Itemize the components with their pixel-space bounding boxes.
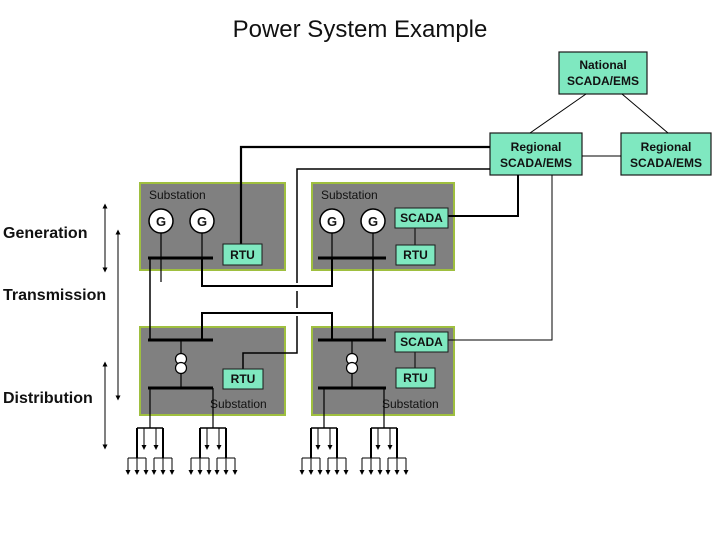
regional-right-label-2: SCADA/EMS [630,156,702,170]
rtu-label: RTU [231,372,256,386]
load-arrow-icon [325,470,331,475]
transmission-line [201,312,333,340]
regional-scada-ems-right[interactable]: Regional SCADA/EMS [620,132,712,176]
load-arrow-icon [299,470,305,475]
load-arrow-icon [394,470,400,475]
load-arrow-icon [334,470,340,475]
regional-scada-ems-left[interactable]: Regional SCADA/EMS [489,132,583,176]
scada-gen-right[interactable]: SCADA [394,207,449,229]
load-arrow-icon [387,445,393,450]
comm-line-regional-to-rtu-dist-left [296,168,490,283]
load-arrow-icon [153,445,159,450]
transmission-line [201,259,333,287]
comm-line-regional-to-rtu-gen-left [239,145,490,244]
load-arrow-icon [206,470,212,475]
scada-label: SCADA [400,211,443,225]
rtu-gen-right[interactable]: RTU [395,244,436,266]
load-arrow-icon [317,470,323,475]
transformer-icon [174,352,188,375]
national-label-2: SCADA/EMS [567,74,639,88]
level-label-transmission: Transmission [3,287,106,304]
load-arrow-icon [216,445,222,450]
load-arrow-icon [315,445,321,450]
load-arrow-icon [143,470,149,475]
load-arrow-icon [343,470,349,475]
load-arrow-icon [327,445,333,450]
regional-left-label-2: SCADA/EMS [500,156,572,170]
substation-label: Substation [382,397,439,411]
rtu-label: RTU [403,248,428,262]
rtu-dist-left[interactable]: RTU [222,368,264,390]
national-label-1: National [579,58,626,72]
comm-line-segment [242,316,298,369]
regional-left-label-1: Regional [511,140,562,154]
load-arrow-icon [377,470,383,475]
load-arrow-icon [375,445,381,450]
load-arrow-icon [232,470,238,475]
national-scada-ems[interactable]: National SCADA/EMS [558,51,648,95]
load-arrow-icon [125,470,131,475]
distribution-feeders [125,388,409,475]
substation-label: Substation [149,188,206,202]
load-arrow-icon [151,470,157,475]
rtu-label: RTU [230,248,255,262]
load-arrow-icon [160,470,166,475]
load-arrow-icon [141,445,147,450]
regional-right-label-1: Regional [641,140,692,154]
transformer-icon [345,352,359,375]
load-arrow-icon [359,470,365,475]
generator-icon: G [360,208,386,234]
generator-icon: G [189,208,215,234]
substation-label: Substation [210,397,267,411]
substation-label: Substation [321,188,378,202]
level-label-generation: Generation [3,225,87,242]
generator-icon: G [148,208,174,234]
generator-label: G [368,214,378,229]
load-arrow-icon [204,445,210,450]
generator-label: G [156,214,166,229]
comm-line-regional-to-scada-dist-right [447,175,553,341]
rtu-gen-left[interactable]: RTU [222,243,263,266]
generator-label: G [197,214,207,229]
generator-icon: G [319,208,345,234]
scada-dist-right[interactable]: SCADA [394,331,449,353]
link-national-regional-right [621,93,669,134]
load-arrow-icon [169,470,175,475]
comm-line-regional-to-scada-gen-right [447,175,519,217]
load-arrow-icon [385,470,391,475]
generator-label: G [327,214,337,229]
link-national-regional-left [529,93,587,134]
load-arrow-icon [188,470,194,475]
load-arrow-icon [197,470,203,475]
load-arrow-icon [214,470,220,475]
load-arrow-icon [403,470,409,475]
rtu-label: RTU [403,371,428,385]
load-arrow-icon [223,470,229,475]
scada-label: SCADA [400,335,443,349]
page-title: Power System Example [232,16,488,43]
level-label-distribution: Distribution [3,390,93,407]
load-arrow-icon [308,470,314,475]
rtu-dist-right[interactable]: RTU [395,367,436,389]
load-arrow-icon [134,470,140,475]
load-arrow-icon [368,470,374,475]
